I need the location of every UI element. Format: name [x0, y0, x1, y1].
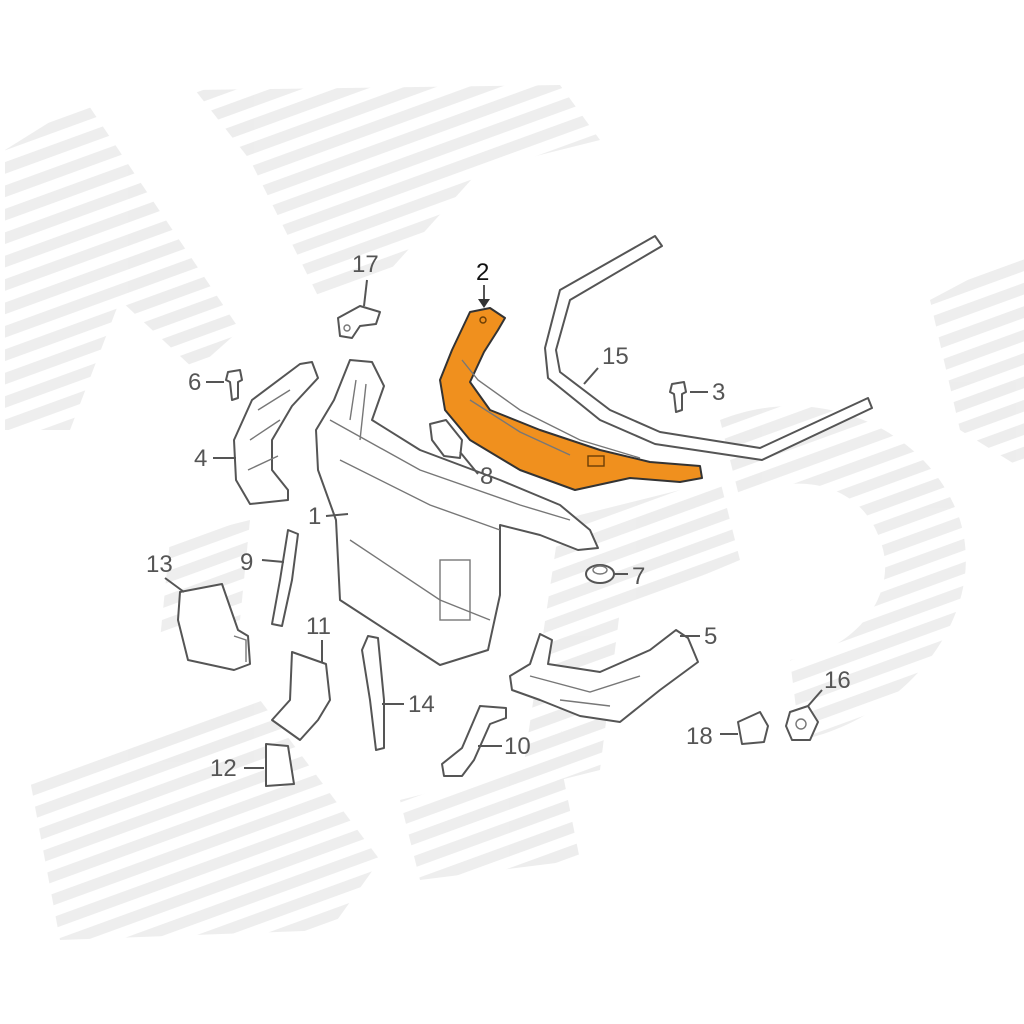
callout-5[interactable]: 5 [704, 623, 717, 650]
part-9-strap[interactable] [271, 529, 299, 627]
callout-10[interactable]: 10 [504, 733, 531, 760]
part-15-seal-strip[interactable] [544, 235, 873, 461]
part-10-bracket[interactable] [441, 705, 507, 777]
callout-3[interactable]: 3 [712, 379, 725, 406]
callout-1[interactable]: 1 [308, 503, 321, 530]
part-1-front-carrier[interactable] [315, 359, 599, 666]
callout-labels: 17 2 15 6 3 4 8 1 9 13 7 11 5 16 14 18 1… [146, 251, 851, 782]
callout-11[interactable]: 11 [306, 613, 331, 640]
part-18-clip[interactable] [737, 711, 769, 745]
callout-18[interactable]: 18 [686, 723, 713, 750]
callout-14[interactable]: 14 [408, 691, 435, 718]
part-13-control-module[interactable] [177, 583, 251, 671]
part-3-bolt[interactable] [669, 381, 687, 413]
callout-8[interactable]: 8 [480, 463, 493, 490]
part-4-side-bracket[interactable] [233, 361, 319, 505]
callout-16[interactable]: 16 [824, 667, 851, 694]
callout-9[interactable]: 9 [240, 549, 253, 576]
callout-2[interactable]: 2 [476, 259, 489, 286]
leader-lines [164, 279, 823, 769]
callout-15[interactable]: 15 [602, 343, 629, 370]
part-2-upper-support[interactable] [439, 307, 703, 491]
part-6-bolt[interactable] [225, 369, 243, 401]
part-11-air-guide[interactable] [271, 651, 331, 741]
part-17-bracket[interactable] [337, 305, 381, 339]
part-5-side-bracket[interactable] [509, 629, 699, 723]
part-12-clip[interactable] [265, 743, 295, 787]
callout-12[interactable]: 12 [210, 755, 237, 782]
callout-13[interactable]: 13 [146, 551, 173, 578]
part-7-grommet[interactable] [585, 564, 615, 584]
part-8-clip[interactable] [429, 419, 463, 459]
callout-7[interactable]: 7 [632, 563, 645, 590]
callout-6[interactable]: 6 [188, 369, 201, 396]
callout-4[interactable]: 4 [194, 445, 207, 472]
part-14-strut[interactable] [361, 635, 385, 751]
callout-17[interactable]: 17 [352, 251, 379, 278]
